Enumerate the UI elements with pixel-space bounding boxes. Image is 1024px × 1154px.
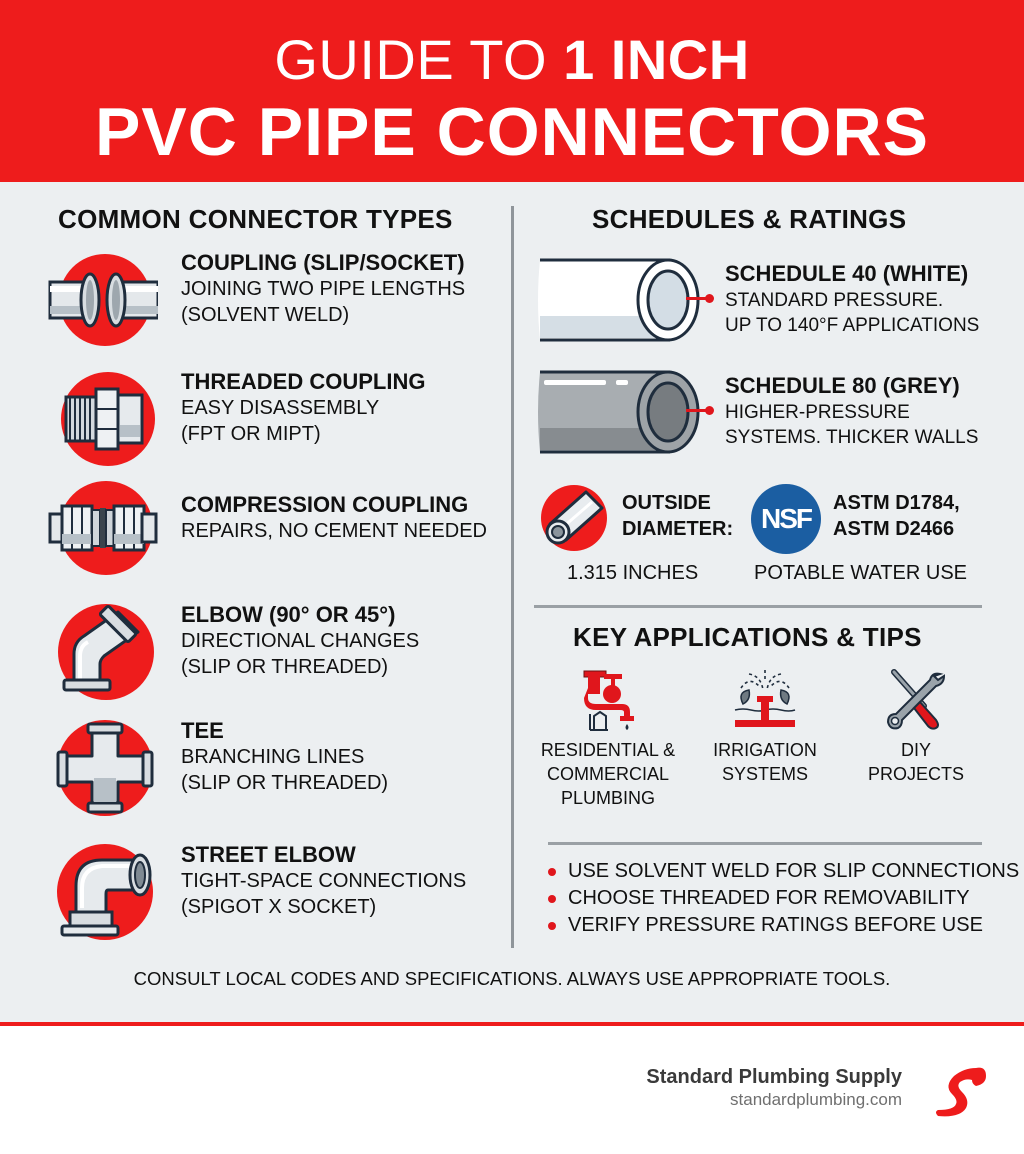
connector-name: TEE (181, 718, 224, 743)
pipe-diameter-icon (541, 485, 607, 551)
bullet-icon (548, 922, 556, 930)
slip-coupling-icon (48, 254, 158, 346)
connector-desc: TIGHT-SPACE CONNECTIONS (181, 870, 467, 892)
connector-desc: JOINING TWO PIPE LENGTHS (181, 278, 466, 300)
connector-item-street-elbow: STREET ELBOW TIGHT-SPACE CONNECTIONS (SP… (48, 842, 508, 952)
connector-desc: EASY DISASSEMBLY (181, 397, 380, 419)
infographic-body: COMMON CONNECTOR TYPES COUPLING (SLIP/SO… (0, 182, 1024, 1024)
connector-desc: DIRECTIONAL CHANGES (181, 630, 420, 652)
grey-pipe-icon (538, 370, 700, 454)
application-label: IRRIGATION SYSTEMS (713, 740, 817, 784)
elbow-icon (58, 604, 154, 700)
spec-row: OUTSIDE DIAMETER: 1.315 INCHES NSF ASTM … (540, 484, 990, 594)
street-elbow-icon (57, 844, 153, 940)
schedules-heading: SCHEDULES & RATINGS (592, 204, 907, 234)
connector-types-heading: COMMON CONNECTOR TYPES (58, 204, 453, 234)
leader-line (686, 297, 708, 300)
bullet-icon (548, 895, 556, 903)
connector-item-compression-coupling: COMPRESSION COUPLING REPAIRS, NO CEMENT … (48, 478, 508, 588)
brand-name: Standard Plumbing Supply (646, 1066, 902, 1088)
footer: Standard Plumbing Supply standardplumbin… (0, 1026, 1024, 1154)
section-divider (534, 605, 982, 608)
connector-desc: (SOLVENT WELD) (181, 304, 350, 326)
connector-item-elbow: ELBOW (90° OR 45°) DIRECTIONAL CHANGES (… (48, 602, 508, 712)
disclaimer-text: CONSULT LOCAL CODES AND SPECIFICATIONS. … (133, 968, 891, 989)
application-label: DIY PROJECTS (867, 740, 964, 784)
outside-diameter-label: OUTSIDE DIAMETER: (622, 492, 734, 540)
connector-name: COUPLING (SLIP/SOCKET) (181, 250, 465, 275)
threaded-coupling-icon (61, 372, 155, 466)
column-divider (511, 206, 514, 948)
bullet-icon (548, 868, 556, 876)
connector-item-tee: TEE BRANCHING LINES (SLIP OR THREADED) (48, 718, 508, 828)
astm-standards-label: ASTM D1784, ASTM D2466 (833, 492, 960, 540)
leader-dot (705, 406, 714, 415)
schedule-name: SCHEDULE 80 (GREY) (725, 373, 960, 398)
connector-name: STREET ELBOW (181, 842, 356, 867)
connector-desc: REPAIRS, NO CEMENT NEEDED (181, 520, 487, 542)
connector-name: THREADED COUPLING (181, 369, 426, 394)
application-residential: RESIDENTIAL & COMMERCIAL PLUMBING (538, 668, 678, 810)
title-banner: GUIDE TO 1 INCH PVC PIPE CONNECTORS (0, 0, 1024, 182)
schedule-desc: UP TO 140°F APPLICATIONS (725, 315, 980, 336)
connector-item-coupling: COUPLING (SLIP/SOCKET) JOINING TWO PIPE … (48, 250, 508, 360)
title-prefix: GUIDE TO (274, 28, 564, 91)
footer-accent-line (0, 1022, 1024, 1026)
tips-divider (548, 842, 982, 845)
connector-desc: (SLIP OR THREADED) (181, 772, 389, 794)
connector-name: ELBOW (90° OR 45°) (181, 602, 396, 627)
application-label: RESIDENTIAL & COMMERCIAL PLUMBING (540, 740, 676, 808)
title-line-2: PVC PIPE CONNECTORS (95, 94, 929, 170)
schedule-name: SCHEDULE 40 (WHITE) (725, 261, 969, 286)
faucet-icon (583, 670, 634, 731)
tools-icon (886, 669, 946, 730)
nsf-certification-icon: NSF (751, 484, 821, 554)
application-irrigation: IRRIGATION SYSTEMS (695, 668, 835, 786)
application-diy: DIY PROJECTS (846, 668, 986, 786)
schedule-40-item: SCHEDULE 40 (WHITE) STANDARD PRESSURE. U… (536, 254, 996, 354)
tip-item: VERIFY PRESSURE RATINGS BEFORE USE (548, 912, 1019, 939)
sprinkler-icon (734, 670, 796, 727)
connector-desc: BRANCHING LINES (181, 746, 365, 768)
connector-desc: (SLIP OR THREADED) (181, 656, 389, 678)
compression-coupling-icon (48, 481, 158, 575)
outside-diameter-value: 1.315 INCHES (567, 562, 699, 584)
connector-name: COMPRESSION COUPLING (181, 492, 469, 517)
schedule-80-item: SCHEDULE 80 (GREY) HIGHER-PRESSURE SYSTE… (536, 366, 996, 466)
tee-icon (56, 720, 154, 816)
brand-logo-icon (936, 1067, 986, 1117)
connector-desc: (FPT OR MIPT) (181, 423, 321, 445)
connector-desc: (SPIGOT X SOCKET) (181, 896, 377, 918)
white-pipe-icon (538, 258, 700, 342)
brand-url-link[interactable]: standardplumbing.com (730, 1090, 902, 1109)
tip-item: CHOOSE THREADED FOR REMOVABILITY (548, 885, 1019, 912)
leader-line (686, 409, 708, 412)
connector-item-threaded-coupling: THREADED COUPLING EASY DISASSEMBLY (FPT … (48, 369, 508, 479)
title-line-1: GUIDE TO 1 INCH (0, 28, 1024, 92)
leader-dot (705, 294, 714, 303)
schedule-desc: STANDARD PRESSURE. (725, 290, 944, 311)
tips-list: USE SOLVENT WELD FOR SLIP CONNECTIONS CH… (548, 858, 1019, 939)
title-emphasis: 1 INCH (563, 28, 750, 91)
applications-heading: KEY APPLICATIONS & TIPS (573, 622, 922, 652)
potable-water-label: POTABLE WATER USE (754, 562, 967, 584)
schedule-desc: HIGHER-PRESSURE (725, 402, 910, 423)
schedule-desc: SYSTEMS. THICKER WALLS (725, 427, 979, 448)
tip-item: USE SOLVENT WELD FOR SLIP CONNECTIONS (548, 858, 1019, 885)
